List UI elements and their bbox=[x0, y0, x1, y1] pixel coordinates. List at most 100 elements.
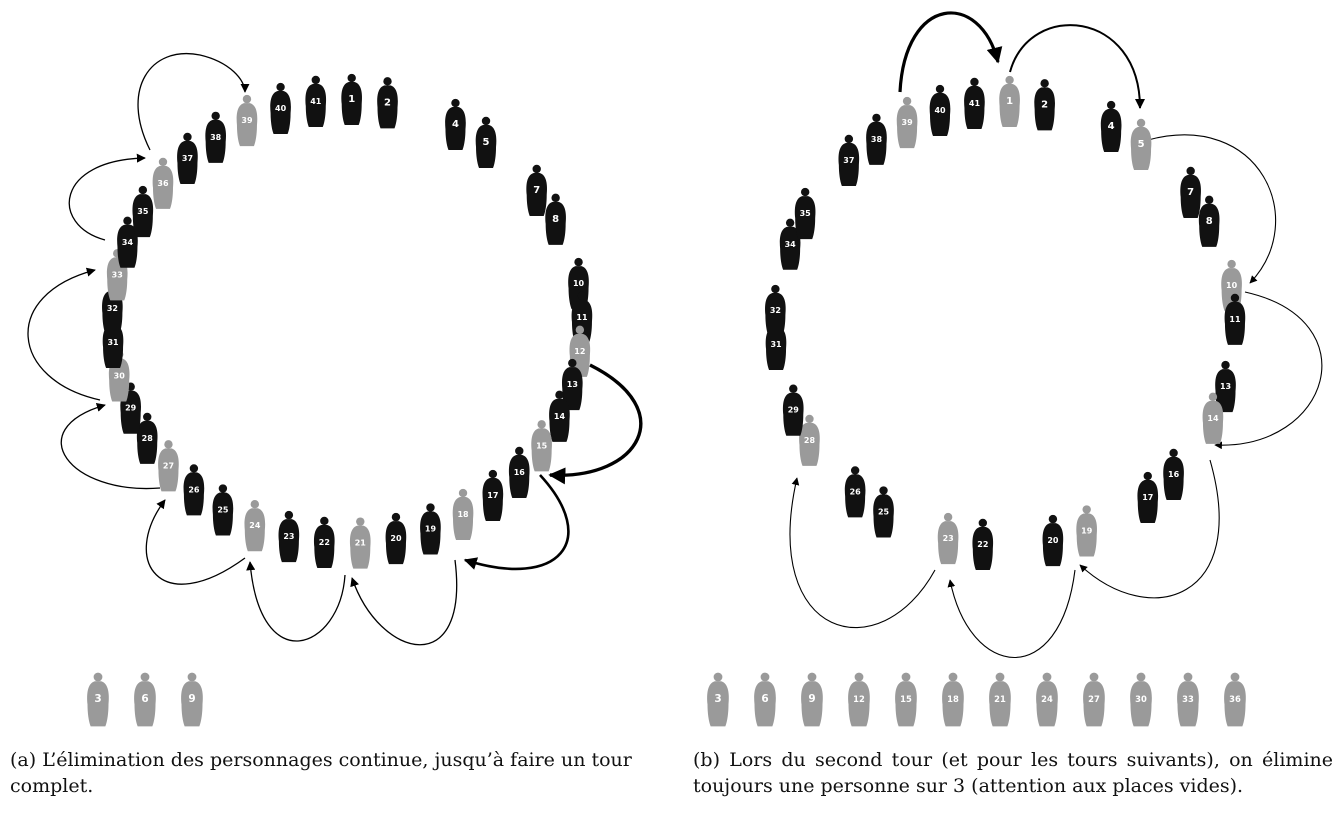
person-7: 7 bbox=[526, 164, 548, 216]
person-number: 31 bbox=[770, 340, 782, 349]
person-number: 17 bbox=[1142, 493, 1153, 502]
person-body bbox=[765, 293, 786, 337]
person-body bbox=[102, 291, 123, 335]
person-head bbox=[211, 111, 220, 121]
person-38: 38 bbox=[205, 111, 226, 163]
person-body bbox=[1042, 523, 1064, 567]
person-32: 32 bbox=[765, 284, 786, 337]
person-number: 20 bbox=[1047, 536, 1059, 545]
person-15-eliminated: 15 bbox=[531, 420, 552, 472]
person-number: 23 bbox=[943, 534, 954, 543]
person-number: 38 bbox=[210, 133, 222, 142]
person-body bbox=[205, 119, 226, 163]
person-number: 22 bbox=[977, 540, 988, 549]
person-number: 29 bbox=[788, 406, 800, 415]
person-body bbox=[873, 494, 894, 538]
person-body bbox=[754, 681, 776, 727]
person-body bbox=[1224, 681, 1246, 727]
person-head bbox=[1136, 118, 1146, 128]
person-body bbox=[1177, 681, 1199, 727]
person-number: 24 bbox=[1041, 694, 1053, 704]
person-41: 41 bbox=[964, 77, 985, 129]
person-head bbox=[276, 82, 285, 92]
person-number: 13 bbox=[1220, 382, 1231, 391]
person-22: 22 bbox=[314, 516, 335, 568]
person-head bbox=[138, 185, 148, 195]
person-body bbox=[1202, 400, 1224, 444]
person-number: 29 bbox=[125, 404, 137, 413]
person-head bbox=[935, 84, 945, 94]
person-body bbox=[799, 422, 820, 466]
person-body bbox=[989, 681, 1011, 727]
person-head bbox=[771, 284, 780, 294]
person-head bbox=[901, 672, 911, 682]
person-21-eliminated: 21 bbox=[349, 517, 371, 569]
person-body bbox=[779, 226, 801, 270]
person-body bbox=[866, 121, 887, 165]
person-head bbox=[1205, 195, 1214, 205]
person-body bbox=[838, 142, 860, 186]
person-number: 28 bbox=[804, 436, 816, 445]
person-number: 5 bbox=[1138, 139, 1145, 150]
person-head bbox=[250, 500, 260, 509]
person-head bbox=[93, 672, 103, 682]
arrow-19-to-23 bbox=[947, 569, 1076, 659]
person-number: 9 bbox=[808, 693, 815, 705]
person-9-eliminated: 9 bbox=[801, 672, 823, 727]
person-body bbox=[1224, 301, 1246, 345]
person-head bbox=[1143, 471, 1152, 481]
person-body bbox=[1034, 87, 1055, 131]
person-number: 22 bbox=[319, 538, 330, 547]
person-26: 26 bbox=[844, 466, 866, 518]
person-3-eliminated: 3 bbox=[87, 672, 109, 727]
person-head bbox=[568, 358, 577, 368]
person-number: 6 bbox=[761, 693, 768, 705]
person-39-eliminated: 39 bbox=[236, 94, 258, 147]
arrow-30-to-33 bbox=[27, 267, 101, 401]
person-number: 40 bbox=[934, 106, 946, 115]
person-body bbox=[212, 492, 234, 536]
person-4: 4 bbox=[445, 98, 466, 151]
person-head bbox=[218, 484, 228, 493]
person-number: 26 bbox=[850, 487, 862, 496]
person-head bbox=[458, 488, 468, 498]
person-number: 1 bbox=[348, 94, 355, 105]
person-number: 34 bbox=[122, 238, 134, 247]
person-body bbox=[1163, 456, 1184, 500]
person-18-eliminated: 18 bbox=[452, 488, 474, 541]
arrow-12-to-15 bbox=[548, 363, 643, 485]
person-16: 16 bbox=[1163, 448, 1184, 500]
person-35: 35 bbox=[794, 187, 816, 240]
person-number: 23 bbox=[283, 532, 294, 541]
person-number: 8 bbox=[552, 214, 559, 225]
person-body bbox=[526, 172, 548, 216]
person-body bbox=[999, 84, 1020, 128]
person-number: 33 bbox=[1182, 694, 1194, 704]
person-head bbox=[1169, 448, 1178, 458]
person-number: 30 bbox=[114, 372, 126, 381]
person-body bbox=[183, 472, 205, 516]
person-head bbox=[164, 440, 173, 449]
person-head bbox=[1005, 75, 1014, 85]
person-body bbox=[106, 257, 128, 301]
person-9-eliminated: 9 bbox=[181, 672, 203, 727]
person-24-eliminated: 24 bbox=[1036, 672, 1058, 727]
person-11: 11 bbox=[1224, 293, 1246, 345]
person-head bbox=[242, 94, 252, 104]
person-body bbox=[445, 107, 466, 151]
person-23: 23 bbox=[278, 510, 300, 563]
person-number: 30 bbox=[1135, 694, 1147, 704]
person-number: 37 bbox=[182, 154, 193, 163]
person-27-eliminated: 27 bbox=[1083, 672, 1105, 727]
person-head bbox=[978, 518, 988, 528]
person-40: 40 bbox=[270, 82, 291, 135]
person-37: 37 bbox=[838, 134, 860, 186]
person-number: 19 bbox=[1081, 527, 1093, 536]
person-body bbox=[132, 194, 154, 238]
person-head bbox=[574, 257, 583, 267]
person-head bbox=[1186, 166, 1195, 176]
person-number: 36 bbox=[157, 179, 169, 188]
person-number: 32 bbox=[770, 306, 781, 315]
person-body bbox=[87, 681, 109, 727]
